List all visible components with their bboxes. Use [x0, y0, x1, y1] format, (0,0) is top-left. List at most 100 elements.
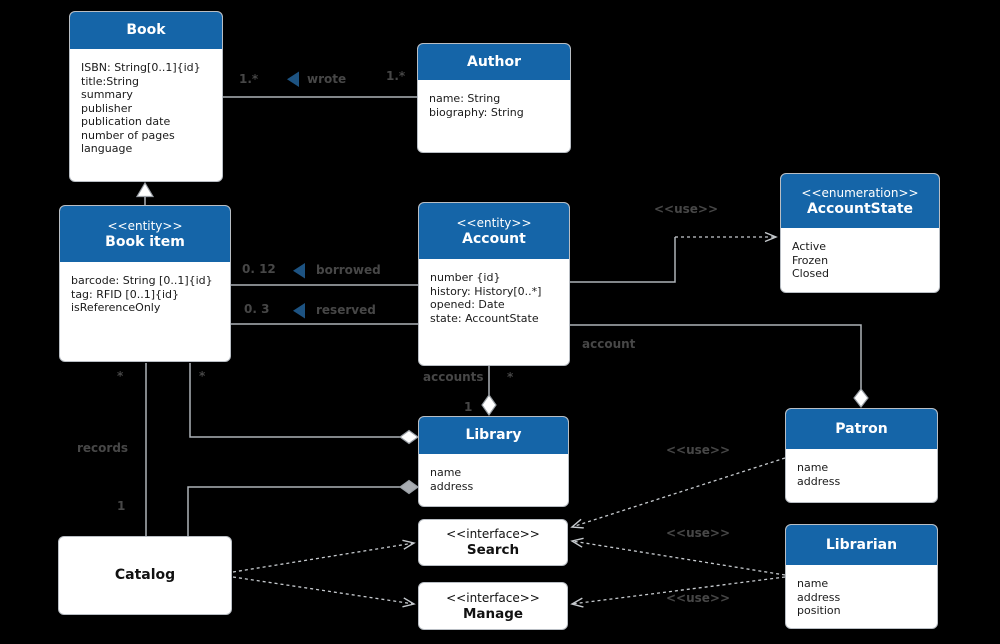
attribute: publication date: [81, 115, 171, 128]
class-library-header: Library: [419, 417, 568, 454]
class-catalog-title: Catalog: [114, 567, 176, 583]
edge-label-wrote: wrote: [307, 72, 347, 86]
class-account-attributes: number {id} history: History[0..*] opene…: [419, 259, 569, 325]
edge-patron-search-use: [572, 457, 786, 527]
interface-search-stereotype: <<interface>>: [446, 527, 540, 541]
class-book-item-header: <<entity>> Book item: [60, 206, 230, 262]
borrowed-direction-triangle-icon: [293, 263, 305, 279]
attribute: language: [81, 142, 133, 155]
class-account-stereotype: <<entity>>: [456, 215, 532, 230]
edge-catalog-manage-dependency: [232, 576, 414, 604]
edge-label-records: records: [77, 441, 129, 455]
class-book-item[interactable]: <<entity>> Book item barcode: String [0.…: [59, 205, 231, 362]
patron-aggregation-diamond-icon: [853, 388, 869, 408]
attribute: state: AccountState: [430, 311, 539, 325]
attribute: number of pages: [81, 128, 175, 142]
edge-label-accounts-role: accounts: [423, 370, 484, 384]
edge-label-reserved: reserved: [316, 303, 376, 317]
enum-literal: Closed: [792, 267, 829, 280]
edge-label-use-librarian-search: <<use>>: [666, 526, 731, 540]
multiplicity-bookitem-library-star: *: [199, 369, 206, 383]
class-patron-attributes: name address: [786, 449, 937, 488]
class-account-title: Account: [462, 230, 526, 247]
class-account[interactable]: <<entity>> Account number {id} history: …: [418, 202, 570, 366]
attribute: barcode: String [0..1]{id}: [71, 274, 213, 287]
attribute: name: String: [429, 92, 501, 105]
interface-search-title: Search: [466, 542, 520, 558]
edge-label-borrowed: borrowed: [316, 263, 381, 277]
multiplicity-accounts-star: *: [507, 370, 514, 384]
class-book-item-stereotype: <<entity>>: [107, 218, 183, 233]
class-book[interactable]: Book ISBN: String[0..1]{id} title:String…: [69, 11, 223, 182]
multiplicity-records-star: *: [117, 369, 124, 383]
multiplicity-borrowed: 0. 12: [242, 262, 276, 276]
edge-account-library-accounts: [481, 366, 497, 417]
class-patron-title: Patron: [835, 420, 888, 437]
class-book-item-title: Book item: [105, 233, 185, 250]
edge-label-use-patron-search: <<use>>: [666, 443, 731, 457]
attribute: address: [797, 590, 841, 604]
class-librarian-attributes: name address position: [786, 565, 937, 618]
class-library-title: Library: [465, 427, 522, 443]
attribute: title:String: [81, 74, 140, 88]
attribute: name: [797, 577, 829, 590]
class-account-state-literals: Active Frozen Closed: [781, 228, 939, 281]
attribute: biography: String: [429, 105, 524, 119]
attribute: publisher: [81, 101, 133, 115]
class-account-header: <<entity>> Account: [419, 203, 569, 259]
attribute: summary: [81, 88, 133, 101]
attribute: history: History[0..*]: [430, 284, 542, 298]
edge-label-use-librarian-manage: <<use>>: [666, 591, 731, 605]
reserved-direction-triangle-icon: [293, 303, 305, 319]
class-author[interactable]: Author name: String biography: String: [417, 43, 571, 153]
class-librarian-header: Librarian: [786, 525, 937, 565]
edge-bookitem-library-aggregation: [189, 363, 420, 445]
attribute: opened: Date: [430, 298, 505, 311]
class-library[interactable]: Library name address: [418, 416, 569, 507]
multiplicity-library-one: 1: [464, 400, 473, 414]
wrote-direction-triangle-icon: [287, 71, 299, 87]
attribute: number {id}: [430, 271, 501, 284]
interface-search[interactable]: <<interface>> Search: [418, 519, 568, 566]
edge-label-account-role: account: [582, 337, 636, 351]
class-library-attributes: name address: [419, 454, 568, 493]
class-account-state-stereotype: <<enumeration>>: [801, 185, 919, 200]
class-account-state-title: AccountState: [806, 200, 914, 217]
edge-catalog-search-dependency: [232, 543, 414, 573]
enum-literal: Active: [792, 240, 827, 253]
attribute: address: [797, 474, 841, 488]
attribute: ISBN: String[0..1]{id}: [81, 61, 201, 74]
class-patron-header: Patron: [786, 409, 937, 449]
class-author-title: Author: [467, 53, 521, 70]
attribute: name: [797, 461, 829, 474]
class-catalog[interactable]: Catalog: [58, 536, 232, 615]
library-catalog-diamond-icon: [398, 479, 420, 495]
multiplicity-book-wrote: 1.*: [239, 72, 259, 86]
class-librarian[interactable]: Librarian name address position: [785, 524, 938, 629]
library-accounts-diamond-icon: [481, 393, 497, 417]
interface-manage-title: Manage: [462, 605, 524, 622]
attribute: tag: RFID [0..1]{id}: [71, 287, 180, 301]
edge-librarian-search-use: [572, 541, 786, 576]
class-librarian-title: Librarian: [825, 536, 898, 553]
attribute: address: [430, 479, 474, 493]
multiplicity-author-wrote: 1.*: [386, 69, 406, 83]
attribute: isReferenceOnly: [71, 301, 161, 314]
class-book-title: Book: [126, 22, 166, 38]
edge-bookitem-book-generalization: [135, 181, 155, 205]
multiplicity-reserved: 0. 3: [244, 302, 270, 316]
class-account-state[interactable]: <<enumeration>> AccountState Active Froz…: [780, 173, 940, 293]
interface-manage[interactable]: <<interface>> Manage: [418, 582, 568, 630]
class-patron[interactable]: Patron name address: [785, 408, 938, 503]
library-bookitem-diamond-icon: [398, 429, 420, 445]
enum-literal: Frozen: [792, 253, 829, 267]
edge-account-accountstate-use: [570, 237, 776, 283]
class-book-header: Book: [70, 12, 222, 49]
generalization-triangle-icon: [135, 181, 155, 198]
attribute: position: [797, 604, 841, 617]
attribute: name: [430, 466, 462, 479]
class-book-item-attributes: barcode: String [0..1]{id} tag: RFID [0.…: [60, 262, 230, 315]
multiplicity-catalog-one: 1: [117, 499, 126, 513]
class-account-state-header: <<enumeration>> AccountState: [781, 174, 939, 228]
